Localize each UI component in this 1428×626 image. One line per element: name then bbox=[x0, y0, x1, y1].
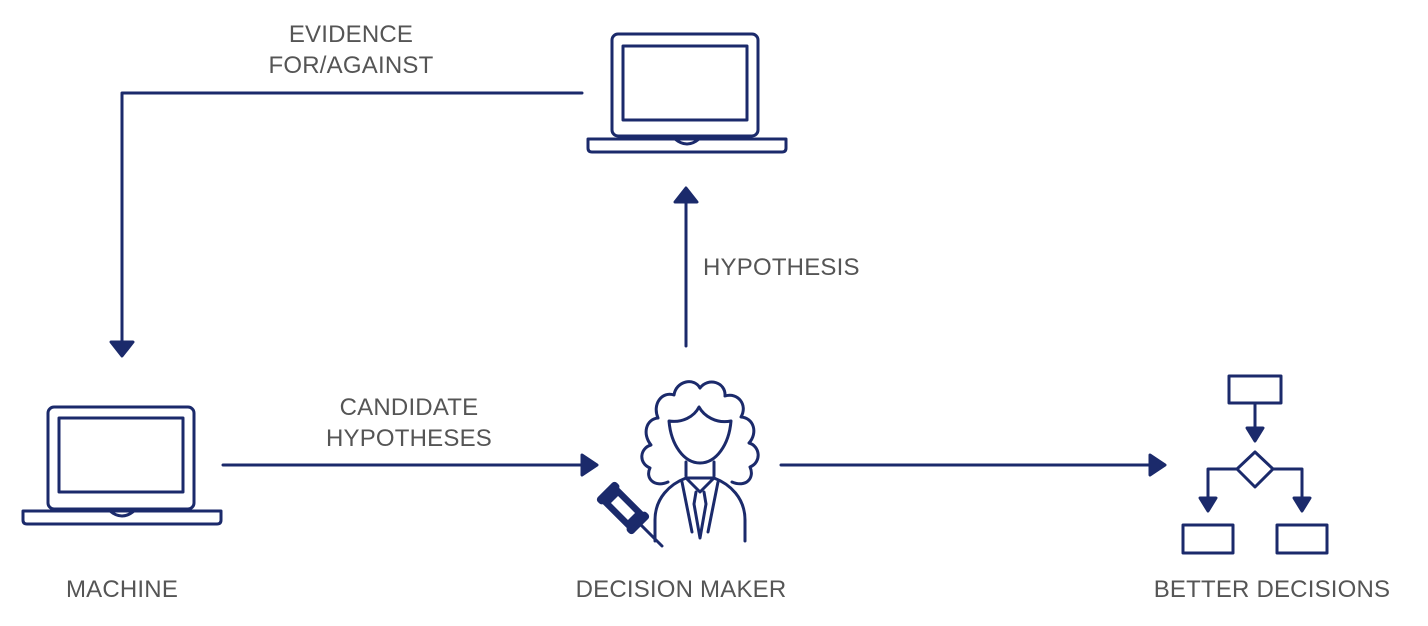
gavel-icon bbox=[596, 481, 650, 535]
evidence-label-line1: EVIDENCE bbox=[288, 21, 414, 48]
hypothesis-arrow bbox=[673, 186, 699, 348]
candidate-hypotheses-arrow bbox=[221, 453, 599, 477]
machine-laptop-icon bbox=[21, 405, 223, 526]
better-decisions-label: BETTER DECISIONS bbox=[1142, 574, 1402, 605]
candidate-hypotheses-line2: HYPOTHESES bbox=[325, 425, 493, 452]
machine-label-text: MACHINE bbox=[65, 576, 179, 603]
candidate-hypotheses-line1: CANDIDATE bbox=[339, 394, 479, 421]
decision-maker-label: DECISION MAKER bbox=[551, 574, 811, 605]
top-laptop-icon bbox=[586, 32, 788, 154]
decisions-arrow bbox=[779, 453, 1167, 477]
better-decisions-label-text: BETTER DECISIONS bbox=[1153, 576, 1391, 603]
hypothesis-label-text: HYPOTHESIS bbox=[703, 254, 860, 281]
decision-maker-label-text: DECISION MAKER bbox=[575, 576, 787, 603]
judge-icon bbox=[622, 380, 760, 548]
evidence-label: EVIDENCE FOR/AGAINST bbox=[251, 19, 451, 81]
machine-label: MACHINE bbox=[22, 574, 222, 605]
evidence-arrow bbox=[109, 91, 584, 358]
evidence-label-line2: FOR/AGAINST bbox=[268, 52, 434, 79]
flowchart-icon bbox=[1181, 374, 1329, 555]
candidate-hypotheses-label: CANDIDATE HYPOTHESES bbox=[309, 392, 509, 454]
hypothesis-label: HYPOTHESIS bbox=[703, 252, 860, 283]
